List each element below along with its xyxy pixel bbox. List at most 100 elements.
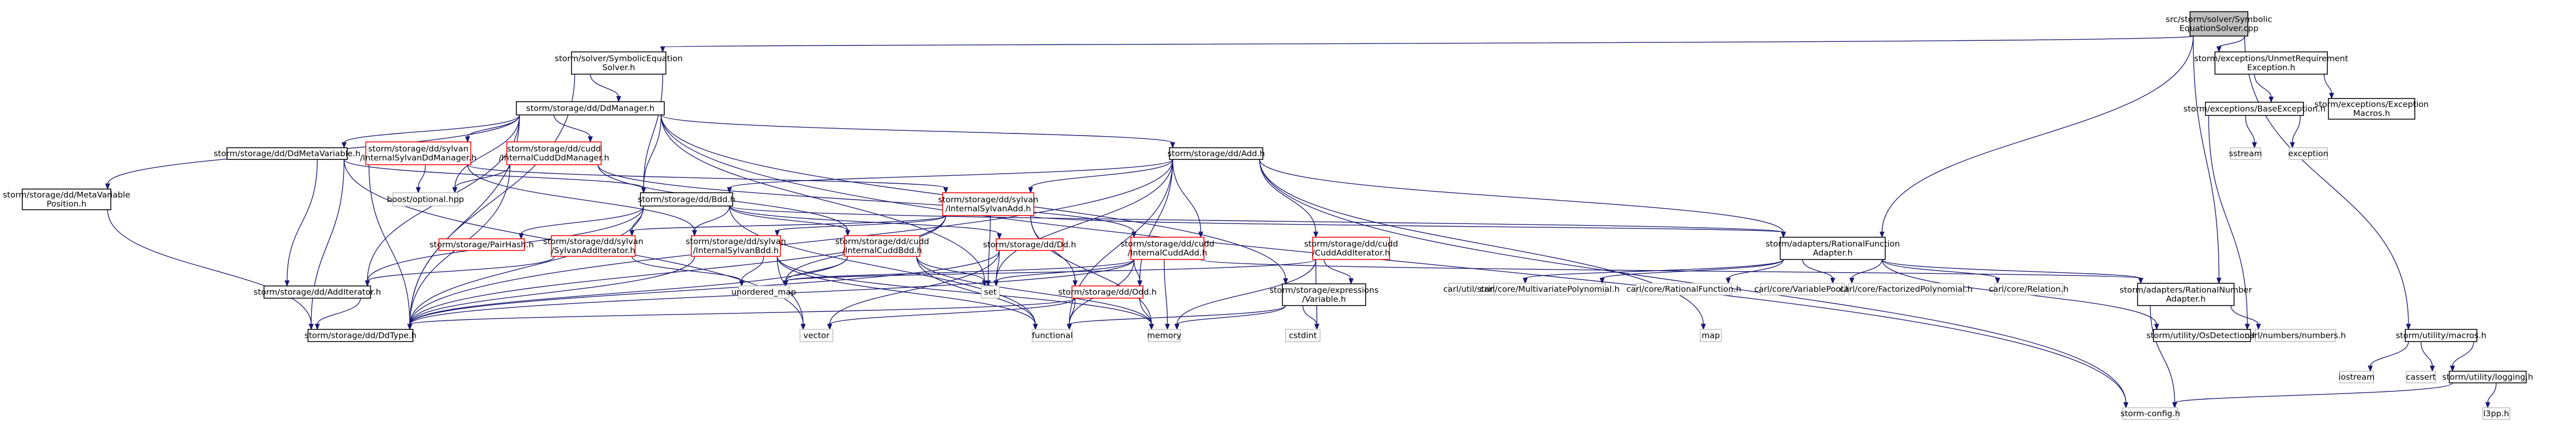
edge-line	[521, 205, 644, 235]
graph-node-dd[interactable]: storm/storage/dd/Dd.h	[983, 238, 1076, 251]
node-box	[640, 192, 733, 207]
edge-arrowhead	[616, 96, 621, 103]
graph-edge	[994, 250, 1000, 287]
node-label: storm/storage/dd/Dd.h	[983, 240, 1076, 249]
node-label: src/storm/solver/Symbolic	[2166, 15, 2272, 24]
graph-node-oddh[interactable]: storm/storage/dd/Odd.h	[1058, 285, 1157, 299]
node-box	[2289, 147, 2328, 160]
edge-arrowhead	[641, 187, 646, 194]
node-box	[1285, 329, 1321, 342]
graph-node-syladd[interactable]: storm/storage/dd/sylvan/InternalSylvanAd…	[938, 192, 1039, 216]
graph-edge	[416, 164, 426, 194]
graph-edge	[309, 159, 345, 330]
graph-node-syladditer[interactable]: storm/storage/dd/sylvan/SylvanAddIterato…	[543, 235, 644, 257]
graph-edge	[729, 205, 1002, 240]
graph-node-sylmgr[interactable]: storm/storage/dd/sylvan/InternalSylvanDd…	[360, 141, 477, 165]
edge-line	[409, 159, 1173, 325]
graph-edge	[2450, 341, 2474, 372]
graph-node-cuddbdd[interactable]: storm/storage/dd/cudd/InternalCuddBdd.h	[835, 235, 929, 257]
edge-line	[1030, 215, 1784, 233]
graph-edge	[107, 209, 314, 330]
node-box	[844, 235, 920, 257]
graph-node-add[interactable]: storm/storage/dd/Add.h	[1167, 147, 1265, 160]
edge-arrowhead	[986, 280, 991, 287]
graph-node-ddtype[interactable]: storm/storage/dd/DdType.h	[304, 329, 417, 342]
graph-node-macros[interactable]: storm/utility/macros.h	[2396, 329, 2486, 342]
edge-line	[729, 205, 1000, 235]
edge-line	[1069, 305, 1286, 325]
edge-arrowhead	[1849, 277, 1854, 284]
node-label: storm/storage/dd/AddIterator.h	[253, 288, 381, 297]
node-label: map	[1702, 331, 1720, 341]
graph-edge	[2172, 382, 2453, 409]
edge-line	[2254, 74, 2272, 98]
edge-arrowhead	[2154, 324, 2159, 330]
edge-line	[368, 164, 410, 325]
node-label: /InternalCuddAdd.h	[1128, 248, 1207, 258]
graph-nodes: src/storm/solver/SymbolicEquationSolver.…	[3, 11, 2534, 420]
edge-line	[661, 114, 985, 282]
graph-node-cuddadd[interactable]: storm/storage/dd/cudd/InternalCuddAdd.h	[1120, 237, 1215, 260]
node-label: /CuddAddIterator.h	[1312, 248, 1390, 258]
graph-node-baseexc[interactable]: storm/exceptions/BaseException.h	[2184, 102, 2326, 116]
edge-arrowhead	[416, 187, 421, 194]
edge-line	[367, 256, 555, 282]
edge-arrowhead	[982, 280, 987, 287]
graph-node-unmet[interactable]: storm/exceptions/UnmetRequirementExcepti…	[2194, 51, 2349, 75]
edge-arrowhead	[341, 142, 347, 149]
edge-line	[2150, 305, 2175, 404]
edge-line	[661, 114, 1173, 144]
graph-edges	[105, 35, 2497, 409]
edge-line	[2292, 115, 2301, 144]
node-label: iostream	[2338, 372, 2375, 382]
edge-arrowhead	[1313, 231, 1318, 238]
node-box	[1148, 329, 1181, 342]
graph-edge	[314, 298, 361, 330]
graph-node-numbers: carl/numbers/numbers.h	[2245, 329, 2346, 342]
edge-arrowhead	[1781, 231, 1786, 238]
node-label: storm/storage/dd/cudd	[507, 144, 601, 154]
graph-node-ddmanager[interactable]: storm/storage/dd/DdManager.h	[516, 101, 665, 115]
graph-edge	[1879, 35, 2194, 238]
node-label: carl/core/MultivariatePolynomial.h	[1480, 284, 1620, 294]
graph-node-logging[interactable]: storm/utility/logging.h	[2442, 371, 2534, 383]
graph-edge	[1028, 159, 1173, 194]
graph-node-bdd[interactable]: storm/storage/dd/Bdd.h	[638, 192, 735, 207]
edge-line	[409, 205, 644, 325]
graph-node-root[interactable]: src/storm/solver/SymbolicEquationSolver.…	[2166, 11, 2272, 37]
edge-arrowhead	[1283, 278, 1288, 285]
graph-edge	[2254, 74, 2274, 103]
edge-line	[2208, 115, 2248, 325]
edge-line	[1851, 259, 1883, 279]
node-box	[2339, 371, 2374, 383]
graph-edge	[2150, 305, 2177, 409]
graph-node-variable[interactable]: storm/storage/expressions/Variable.h	[1270, 283, 1379, 306]
graph-node-cuddadditer[interactable]: storm/storage/dd/cudd/CuddAddIterator.h	[1304, 237, 1398, 260]
edge-line	[409, 256, 695, 325]
edge-line	[643, 74, 663, 189]
graph-node-cstdint: cstdint	[1285, 329, 1321, 342]
graph-node-sylbdd[interactable]: storm/storage/dd/sylvan/InternalSylvanBd…	[685, 235, 786, 257]
node-box	[738, 285, 789, 299]
graph-node-ddmetavar[interactable]: storm/storage/dd/DdMetaVariable.h	[214, 147, 361, 160]
graph-edge	[660, 35, 2194, 53]
graph-node-cuddmgr[interactable]: storm/storage/dd/cudd/InternalCuddDdMana…	[499, 141, 609, 165]
edge-arrowhead	[2329, 93, 2334, 100]
graph-edge	[661, 114, 2129, 409]
edge-line	[916, 256, 985, 282]
graph-edge	[1802, 259, 1835, 284]
graph-node-osdetection[interactable]: storm/utility/OsDetection.h	[2147, 329, 2258, 342]
graph-node-addit[interactable]: storm/storage/dd/AddIterator.h	[253, 285, 381, 299]
graph-node-pairhash[interactable]: storm/storage/PairHash.h	[429, 238, 534, 251]
edge-line	[777, 256, 804, 325]
node-box	[2449, 371, 2527, 383]
node-label: storm/adapters/RationalFunction	[1765, 239, 1900, 249]
node-label: storm/storage/dd/sylvan	[938, 195, 1038, 204]
node-box	[2137, 283, 2235, 306]
graph-edge	[2216, 35, 2245, 53]
